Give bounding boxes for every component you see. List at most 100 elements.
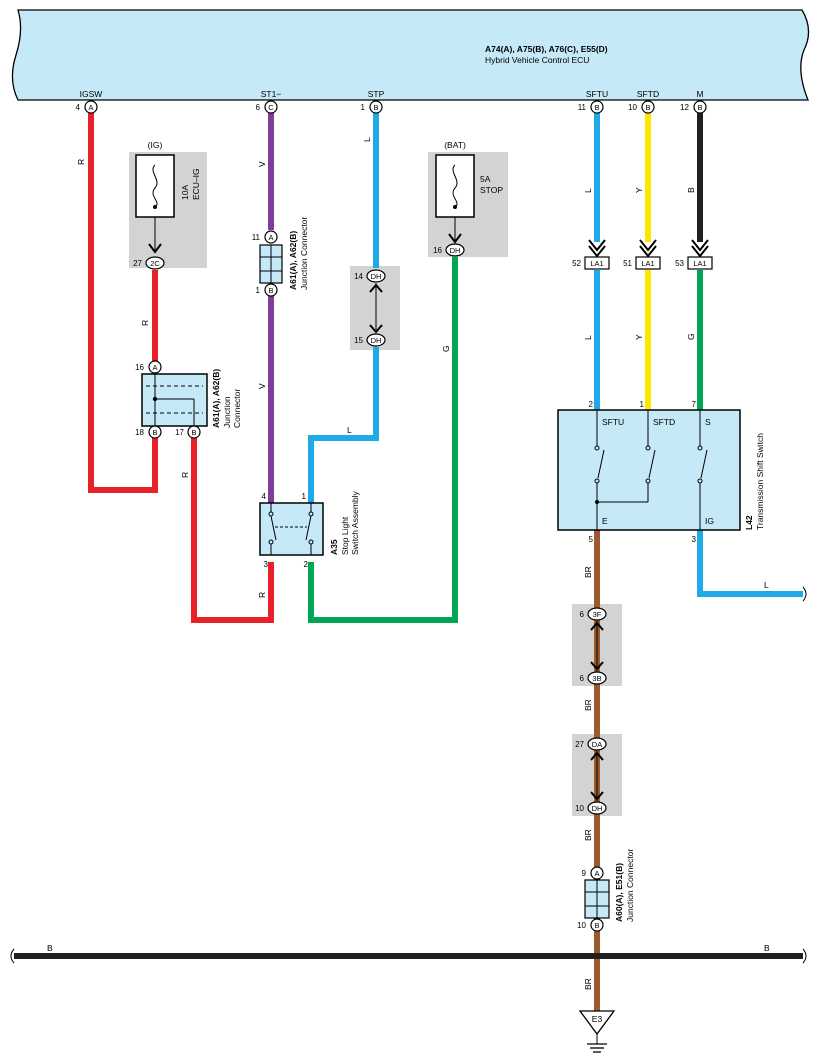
jc-bottom: A 9 B 10 A60(A), E51(B) Junction Connect… (577, 849, 635, 932)
svg-text:51: 51 (623, 259, 632, 268)
fuse-ig: (IG) 10A ECU–IG 2C 27 (133, 140, 201, 270)
fuse-ig-symbol (152, 164, 158, 208)
la1-connector-sftd: LA1 51 (623, 239, 661, 270)
fuse-bat: (BAT) 5A STOP DH 16 (433, 140, 503, 257)
fuse-ig-name: ECU–IG (191, 168, 201, 200)
label-v-mid: V (257, 383, 267, 389)
svg-text:DH: DH (592, 804, 603, 813)
ecu-pin-sftu: B 11 (578, 100, 604, 114)
label-g-stop: G (441, 345, 451, 352)
ecu-pin-st1: C 6 (256, 100, 278, 114)
shift-terminal-sftd: SFTD (653, 417, 675, 427)
fuse-ig-conn: 2C (150, 259, 160, 268)
label-bus-right: B (764, 943, 770, 953)
svg-text:1: 1 (256, 286, 261, 295)
svg-text:B: B (645, 103, 650, 112)
svg-text:DH: DH (371, 272, 382, 281)
svg-text:A: A (268, 233, 273, 242)
transmission-shift-switch: 2 1 7 5 3 SFTU SFTD S E IG L42 Transmiss… (557, 400, 765, 544)
svg-text:B: B (373, 103, 378, 112)
fuse-ig-label: (IG) (148, 140, 163, 150)
fuse-bat-conn: DH (450, 246, 461, 255)
svg-text:5: 5 (589, 535, 594, 544)
label-br3: BR (583, 829, 593, 841)
terminal-stp: STP (368, 89, 385, 99)
bus-break-left (10, 948, 15, 964)
svg-text:10: 10 (628, 103, 637, 112)
jc-lower: A 16 B 18 B 17 A61(A), A62(B) Junction C… (135, 360, 242, 439)
terminal-m: M (696, 89, 703, 99)
svg-text:3F: 3F (593, 610, 602, 619)
ecu-block: A74(A), A75(B), A76(C), E55(D) Hybrid Ve… (11, 9, 810, 101)
jc-lower-name1: Junction (222, 396, 232, 428)
terminal-sftu: SFTU (586, 89, 608, 99)
svg-text:10: 10 (575, 804, 584, 813)
svg-text:1: 1 (361, 103, 366, 112)
wire-g-stop (308, 257, 458, 623)
ecu-codes: A74(A), A75(B), A76(C), E55(D) (485, 44, 608, 54)
label-l-cross: L (347, 425, 352, 435)
shift-terminal-e: E (602, 516, 608, 526)
dh-pair: DH 14 DH 15 (354, 269, 386, 347)
svg-text:3: 3 (692, 535, 697, 544)
svg-text:6: 6 (580, 610, 585, 619)
svg-text:7: 7 (692, 400, 697, 409)
svg-text:6: 6 (580, 674, 585, 683)
stop-switch-code: A35 (329, 539, 339, 555)
svg-text:A: A (88, 103, 93, 112)
svg-text:18: 18 (135, 428, 144, 437)
wire-l-ig (697, 530, 803, 597)
label-bus-left: B (47, 943, 53, 953)
label-r-mid: R (140, 320, 150, 326)
br-pair2: DA 27 DH 10 (575, 737, 607, 815)
ecu-pin-igsw: A 4 (76, 100, 98, 114)
ecu-pin-sftd: B 10 (628, 100, 655, 114)
svg-text:1: 1 (640, 400, 645, 409)
svg-text:B: B (268, 286, 273, 295)
svg-text:1: 1 (302, 492, 307, 501)
fuse-bat-label: (BAT) (444, 140, 466, 150)
svg-text:10: 10 (577, 921, 586, 930)
terminal-st1: ST1− (261, 89, 282, 99)
label-g-m: G (686, 333, 696, 340)
shift-terminal-sftu: SFTU (602, 417, 624, 427)
label-y-sftd1: Y (634, 187, 644, 193)
svg-text:12: 12 (680, 103, 689, 112)
la1-connector-sftu: LA1 52 (572, 239, 610, 270)
fuse-bat-name: STOP (480, 185, 503, 195)
stop-switch-name1: Stop Light (340, 516, 350, 555)
svg-text:B: B (594, 921, 599, 930)
svg-text:DA: DA (592, 740, 602, 749)
wire-l-stp-lower (308, 347, 379, 503)
svg-text:16: 16 (135, 363, 144, 372)
svg-text:3B: 3B (592, 674, 601, 683)
svg-text:14: 14 (354, 272, 363, 281)
label-r-low: R (180, 472, 190, 478)
svg-text:B: B (152, 428, 157, 437)
svg-text:52: 52 (572, 259, 581, 268)
br-pair1: 3F 6 3B 6 (580, 607, 607, 685)
shift-switch-code: L42 (744, 515, 754, 530)
label-l-ig: L (764, 580, 769, 590)
svg-text:DH: DH (371, 336, 382, 345)
fuse-bat-pin: 16 (433, 246, 442, 255)
svg-text:53: 53 (675, 259, 684, 268)
svg-text:11: 11 (252, 233, 261, 242)
svg-text:4: 4 (76, 103, 81, 112)
svg-text:2: 2 (304, 560, 309, 569)
stop-switch-name2: Switch Assembly (350, 490, 360, 555)
label-l-sftu2: L (583, 335, 593, 340)
svg-text:B: B (191, 428, 196, 437)
jc-bottom-name: Junction Connector (625, 849, 635, 922)
bus-break-right (802, 948, 807, 964)
svg-text:4: 4 (262, 492, 267, 501)
label-y-sftd2: Y (634, 334, 644, 340)
jc-lower-name2: Connector (232, 389, 242, 428)
fuse-ig-pin: 27 (133, 259, 142, 268)
shift-terminal-s: S (705, 417, 711, 427)
svg-text:B: B (594, 103, 599, 112)
label-l-sftu1: L (583, 188, 593, 193)
label-v-top: V (257, 161, 267, 167)
svg-text:LA1: LA1 (693, 259, 706, 268)
